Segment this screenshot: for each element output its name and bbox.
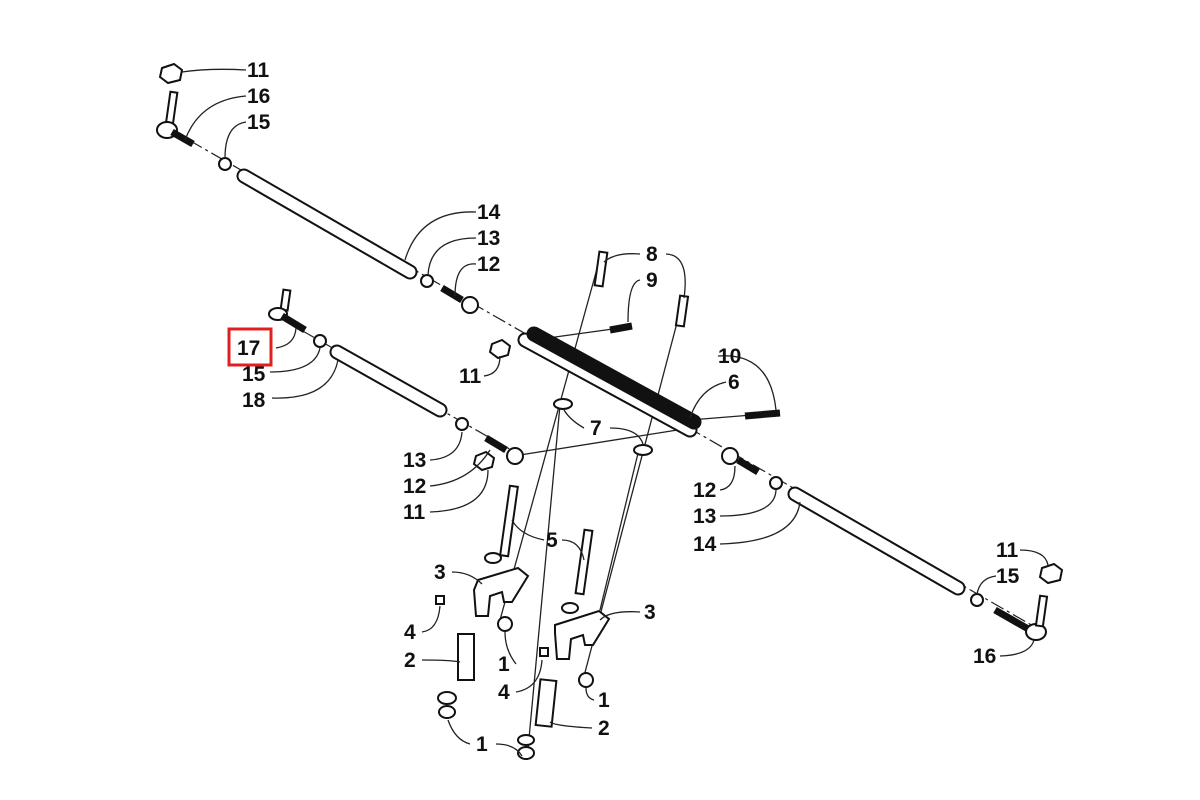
label-9[interactable]: 9 [646,269,658,292]
leader-lines [181,68,1049,757]
label-5[interactable]: 5 [546,529,558,552]
label-3[interactable]: 3 [644,601,656,624]
label-13[interactable]: 13 [403,449,426,472]
tie-rod-end-upper-left [156,62,232,171]
label-10[interactable]: 10 [718,345,741,368]
part-labels: 11 16 15 14 13 12 8 9 17 15 18 11 10 6 7… [237,59,1020,756]
label-13[interactable]: 13 [693,505,716,528]
label-18[interactable]: 18 [242,389,266,412]
label-6[interactable]: 6 [728,371,740,394]
center-link-bar-6 [488,250,781,456]
label-8[interactable]: 8 [646,243,658,266]
label-11[interactable]: 11 [996,539,1019,562]
label-2[interactable]: 2 [404,649,416,672]
label-13[interactable]: 13 [477,227,500,250]
label-15[interactable]: 15 [247,111,271,134]
tie-rod-14-upper [236,168,479,314]
label-4[interactable]: 4 [498,681,510,704]
highlight-box-part-17 [227,327,273,367]
label-4[interactable]: 4 [404,621,416,644]
label-11[interactable]: 11 [247,59,270,82]
label-16[interactable]: 16 [973,645,996,668]
label-2[interactable]: 2 [598,717,610,740]
label-1[interactable]: 1 [498,653,510,676]
tie-rod-14-right [721,447,1064,641]
tie-rod-18-inner [268,288,524,472]
label-17[interactable]: 17 [237,337,260,360]
label-12[interactable]: 12 [693,479,716,502]
label-3[interactable]: 3 [434,561,446,584]
label-11[interactable]: 11 [459,365,482,388]
label-12[interactable]: 12 [477,253,500,276]
label-7[interactable]: 7 [590,417,602,440]
label-15[interactable]: 15 [996,565,1020,588]
label-14[interactable]: 14 [477,201,501,224]
label-16[interactable]: 16 [247,85,270,108]
pitman-arm-assemblies [435,484,611,760]
label-14[interactable]: 14 [693,533,717,556]
label-12[interactable]: 12 [403,475,426,498]
label-1[interactable]: 1 [598,689,610,712]
label-1[interactable]: 1 [476,733,488,756]
label-11[interactable]: 11 [403,501,426,524]
axis-lines [167,127,1041,761]
label-15[interactable]: 15 [242,363,266,386]
